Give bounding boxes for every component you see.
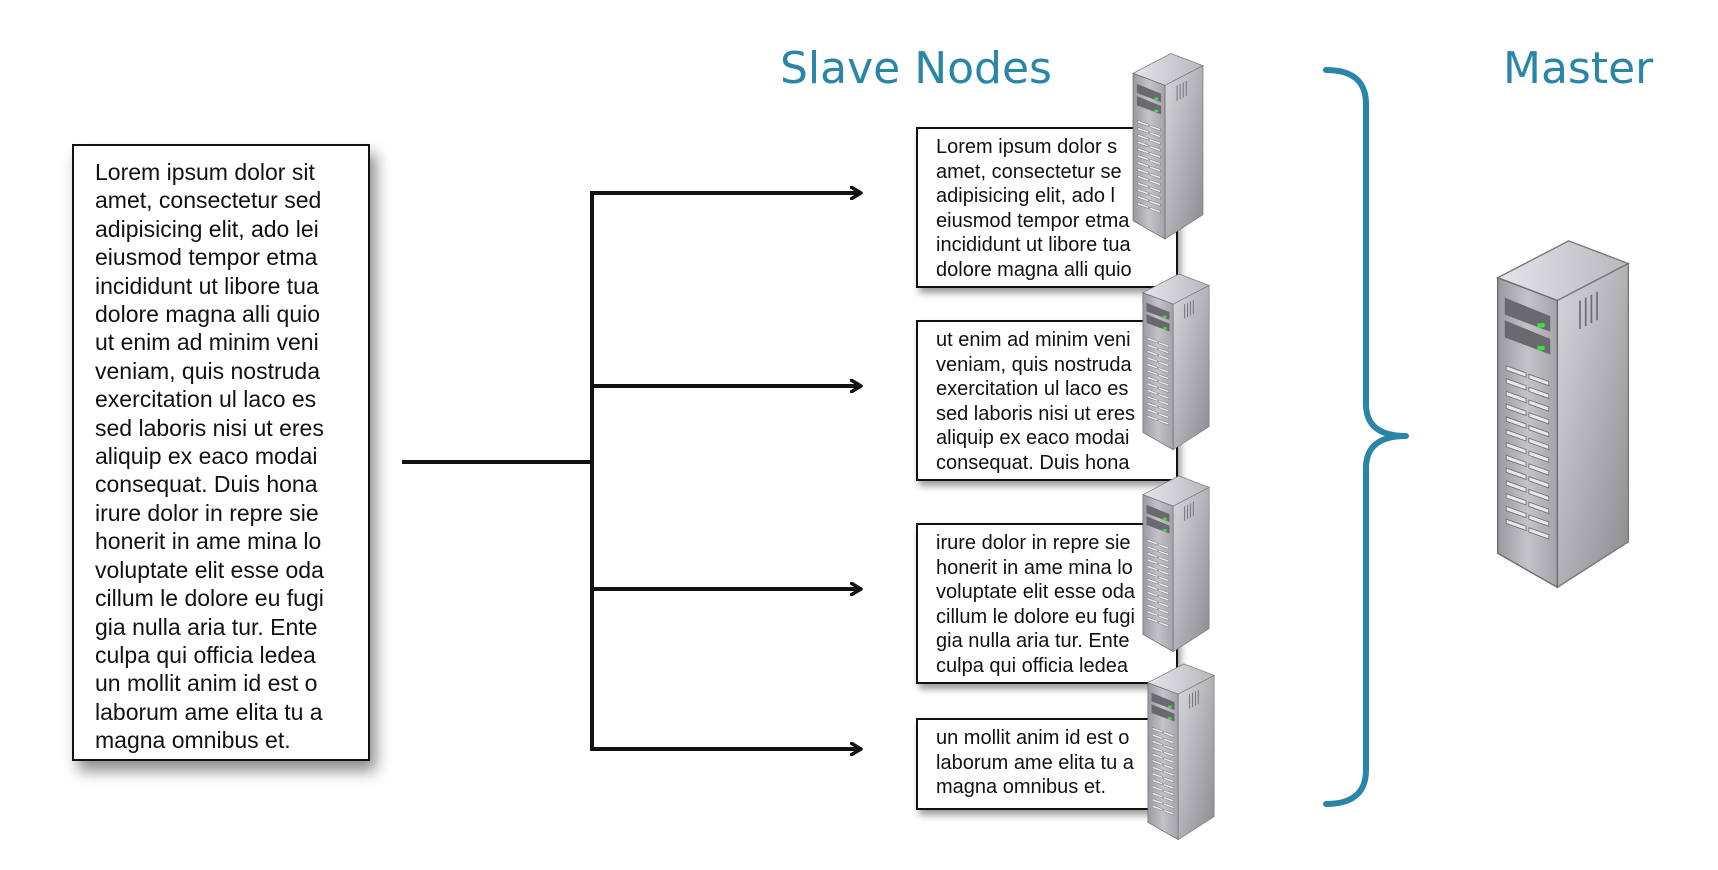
grouping-brace [1323, 67, 1409, 807]
master-server-icon [1478, 238, 1648, 593]
text-line: Lorem ipsum dolor s [936, 136, 1118, 158]
text-line: consequat. Duis hona [95, 471, 318, 498]
text-line: irure dolor in repre sie [936, 532, 1131, 554]
text-line: honerit in ame mina lo [95, 528, 322, 555]
text-line: dolore magna alli quio [95, 301, 321, 328]
text-line: Lorem ipsum dolor sit [95, 159, 315, 185]
slave-server-3-icon [1140, 472, 1212, 657]
text-line: gia nulla aria tur. Ente [936, 630, 1130, 652]
text-line: irure dolor in repre sie [95, 499, 319, 526]
text-line: cillum le dolore eu fugi [936, 605, 1135, 628]
text-line: magna omnibus et. [95, 727, 291, 754]
text-line: exercitation ul laco es [936, 378, 1129, 400]
slave-server-1-icon [1130, 52, 1206, 242]
text-line: amet, consectetur se [936, 160, 1122, 183]
text-line: un mollit anim id est o [936, 727, 1130, 749]
text-line: culpa qui officia ledea [95, 641, 316, 668]
text-line: veniam, quis nostruda [936, 353, 1132, 376]
text-line: ut enim ad minim veni [936, 329, 1131, 351]
text-line: voluptate elit esse oda [95, 556, 324, 583]
text-line: aliquip ex eaco modai [936, 427, 1130, 449]
text-line: ut enim ad minim veni [95, 329, 319, 356]
master-heading: Master [1503, 43, 1654, 94]
text-line: veniam, quis nostruda [95, 357, 321, 384]
slave-nodes-heading: Slave Nodes [780, 43, 1052, 94]
text-line: cillum le dolore eu fugi [95, 585, 324, 612]
text-line: consequat. Duis hona [936, 451, 1130, 474]
text-line: incididunt ut libore tua [95, 272, 319, 299]
text-line: adipisicing elit, ado l [936, 185, 1115, 207]
text-line: sed laboris nisi ut eres [936, 402, 1135, 425]
text-line: voluptate elit esse oda [936, 581, 1136, 603]
slave-server-2-icon [1140, 270, 1212, 455]
text-line: incididunt ut libore tua [936, 234, 1131, 256]
text-line: exercitation ul laco es [95, 386, 317, 413]
text-line: un mollit anim id est o [95, 670, 318, 697]
text-line: eiusmod tempor etma [936, 209, 1130, 232]
text-line: adipisicing elit, ado lei [95, 215, 319, 242]
text-line: sed laboris nisi ut eres [95, 414, 324, 441]
text-line: dolore magna alli quio [936, 258, 1132, 281]
slave-server-4-icon [1145, 660, 1217, 845]
text-line: magna omnibus et. [936, 776, 1107, 798]
text-line: aliquip ex eaco modai [95, 443, 318, 470]
text-line: culpa qui officia ledea [936, 654, 1128, 677]
text-line: amet, consectetur sed [95, 187, 322, 214]
text-line: laborum ame elita tu a [95, 698, 323, 725]
text-line: eiusmod tempor etma [95, 244, 318, 271]
text-line: gia nulla aria tur. Ente [95, 613, 318, 640]
text-line: laborum ame elita tu a [936, 751, 1134, 774]
text-line: honerit in ame mina lo [936, 556, 1133, 579]
